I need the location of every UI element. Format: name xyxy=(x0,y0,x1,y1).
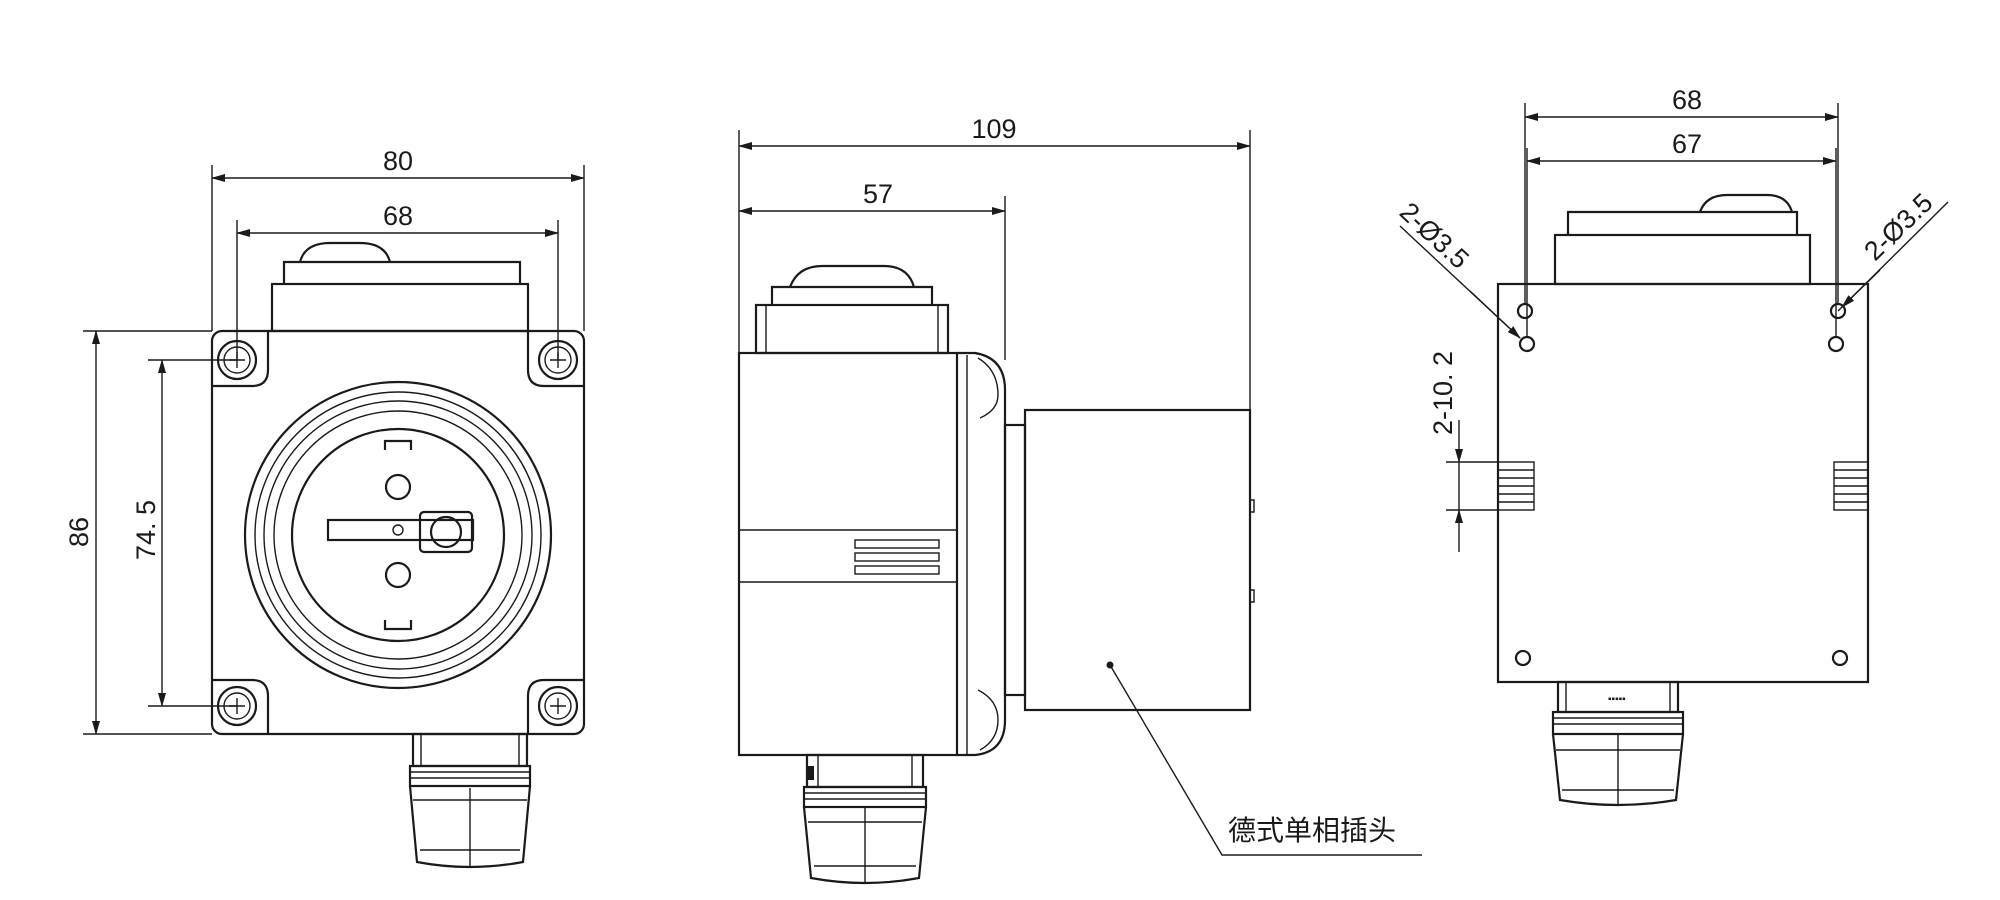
dim-text-68: 68 xyxy=(383,201,413,231)
back-view: ▪▪▪▪▪ 68 67 2-Ø3.5 2-Ø3.5 xyxy=(1394,85,1949,807)
dimension-width-68 xyxy=(236,220,559,360)
side-slot-left xyxy=(1497,461,1535,511)
svg-text:▪▪▪▪▪: ▪▪▪▪▪ xyxy=(1608,694,1626,705)
plug-callout-label: 德式单相插头 xyxy=(1228,814,1396,847)
mount-hole xyxy=(1831,649,1849,667)
cable-gland: ▪▪▪▪▪ xyxy=(1551,680,1685,807)
dim-text-74-5: 74. 5 xyxy=(131,500,161,560)
cable-gland xyxy=(408,732,532,869)
hole-leader-right xyxy=(1837,201,1949,312)
dimension-width-80 xyxy=(211,165,585,331)
dimension-height-86 xyxy=(83,330,212,735)
screw-icon xyxy=(537,685,579,727)
hole-leader-left xyxy=(1399,225,1521,339)
dimension-depth-57 xyxy=(738,196,1006,360)
mount-hole xyxy=(1516,302,1534,320)
plug-callout-leader xyxy=(1109,664,1422,856)
dimension-width-68-back xyxy=(1524,103,1839,304)
dim-text-86: 86 xyxy=(64,517,94,547)
cable-gland xyxy=(802,753,928,885)
dim-text-67: 67 xyxy=(1672,129,1702,159)
side-slot-right xyxy=(1833,461,1869,511)
mount-hole xyxy=(1514,649,1532,667)
dim-text-57: 57 xyxy=(863,179,893,209)
dim-text-80: 80 xyxy=(383,146,413,176)
side-view: 109 57 德式单相插头 xyxy=(737,114,1422,885)
german-plug-outline xyxy=(1023,408,1252,712)
mount-hole xyxy=(1518,335,1536,353)
mount-hole xyxy=(1827,335,1845,353)
dimension-width-67 xyxy=(1526,148,1837,337)
dimension-height-74-5 xyxy=(148,359,237,707)
side-box-outline xyxy=(737,351,959,757)
front-view: 80 68 86 74. 5 xyxy=(64,146,586,869)
dim-text-109: 109 xyxy=(971,114,1016,144)
front-box-outline xyxy=(210,329,586,736)
dimension-slot-10-2 xyxy=(1446,420,1498,552)
schuko-socket xyxy=(243,380,553,690)
dimension-depth-109 xyxy=(738,130,1251,410)
dim-text-68-back: 68 xyxy=(1672,85,1702,115)
back-plate-outline xyxy=(1496,282,1870,684)
hole-text-right: 2-Ø3.5 xyxy=(1858,187,1938,266)
hole-text-left: 2-Ø3.5 xyxy=(1394,196,1475,274)
dim-text-slot: 2-10. 2 xyxy=(1428,351,1458,435)
